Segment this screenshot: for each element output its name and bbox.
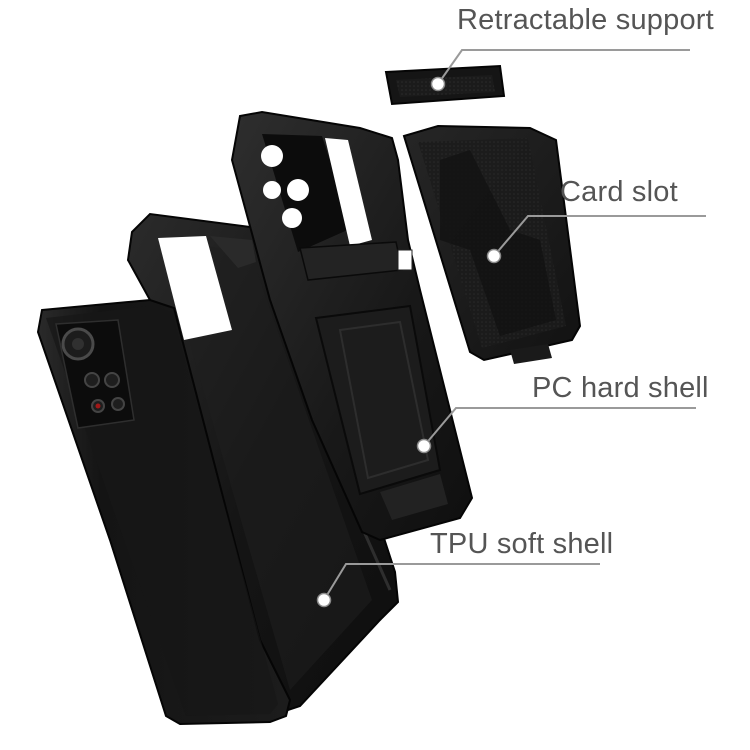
phone (36, 298, 292, 726)
label-tpu-soft-shell: TPU soft shell (430, 528, 614, 560)
label-retractable-support: Retractable support (457, 4, 714, 36)
card-slot-plate (402, 124, 582, 364)
callout-card-slot (486, 215, 706, 264)
label-pc-hard-shell: PC hard shell (532, 372, 709, 404)
callout-tpu-soft-shell (316, 563, 600, 608)
pc-hard-shell (230, 110, 474, 542)
label-card-slot: Card slot (560, 176, 678, 208)
callout-pc-hard-shell (416, 407, 696, 454)
callout-retractable-support (430, 49, 690, 92)
